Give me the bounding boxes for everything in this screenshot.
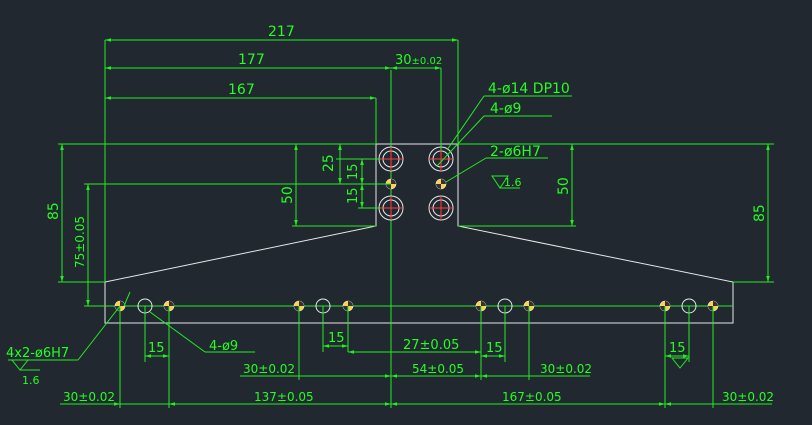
top-dimensions: [104, 38, 459, 282]
dim-25: 25: [321, 154, 337, 172]
center-lines: [105, 70, 733, 408]
dim-177: 177: [238, 52, 265, 68]
callout-roughness: 1.6: [504, 176, 522, 189]
dim-85-left: 85: [46, 202, 62, 220]
dim-27: 27±0.05: [403, 338, 459, 353]
dim-85-right: 85: [752, 204, 768, 222]
dim-217: 217: [268, 24, 295, 40]
callout-left-roughness: 1.6: [22, 374, 40, 387]
part-outline: [104, 143, 734, 324]
dowel-pins-top: [385, 178, 447, 190]
dim-15-bottom-c: 15: [486, 341, 503, 356]
callout-dowel: 2-ø6H7: [490, 144, 541, 160]
dim-50-left: 50: [280, 186, 296, 204]
left-callout-leaders: [8, 291, 255, 371]
dim-30-a: 30±0.02: [243, 362, 295, 376]
dim-54: 54±0.05: [412, 362, 464, 376]
callout-leaders: [436, 95, 572, 189]
callout-bottom-through: 4-ø9: [209, 339, 238, 354]
dim-15-bottom-b: 15: [328, 331, 345, 346]
dim-15-bottom-a: 15: [148, 341, 165, 356]
dim-167: 167: [228, 82, 255, 98]
dim-30-left: 30±0.02: [63, 390, 115, 404]
dim-75: 75±0.05: [73, 216, 87, 268]
vertical-dimensions: [58, 143, 774, 307]
dim-15-bottom-d: 15: [669, 341, 686, 356]
dim-30-right: 30±0.02: [722, 390, 774, 404]
bottom-dimensions: [60, 306, 772, 408]
callout-left-dowel: 4x2-ø6H7: [6, 346, 69, 361]
dim-30-top: 30±0.02: [395, 53, 442, 68]
dim-15a: 15: [346, 163, 361, 180]
callout-through: 4-ø9: [490, 101, 521, 117]
dim-167: 167±0.05: [502, 390, 562, 404]
dim-137: 137±0.05: [254, 390, 314, 404]
dim-50-right: 50: [556, 177, 572, 195]
dim-15b: 15: [346, 187, 361, 204]
dim-30-b: 30±0.02: [540, 362, 592, 376]
callout-counterbore: 4-ø14 DP10: [488, 81, 570, 97]
